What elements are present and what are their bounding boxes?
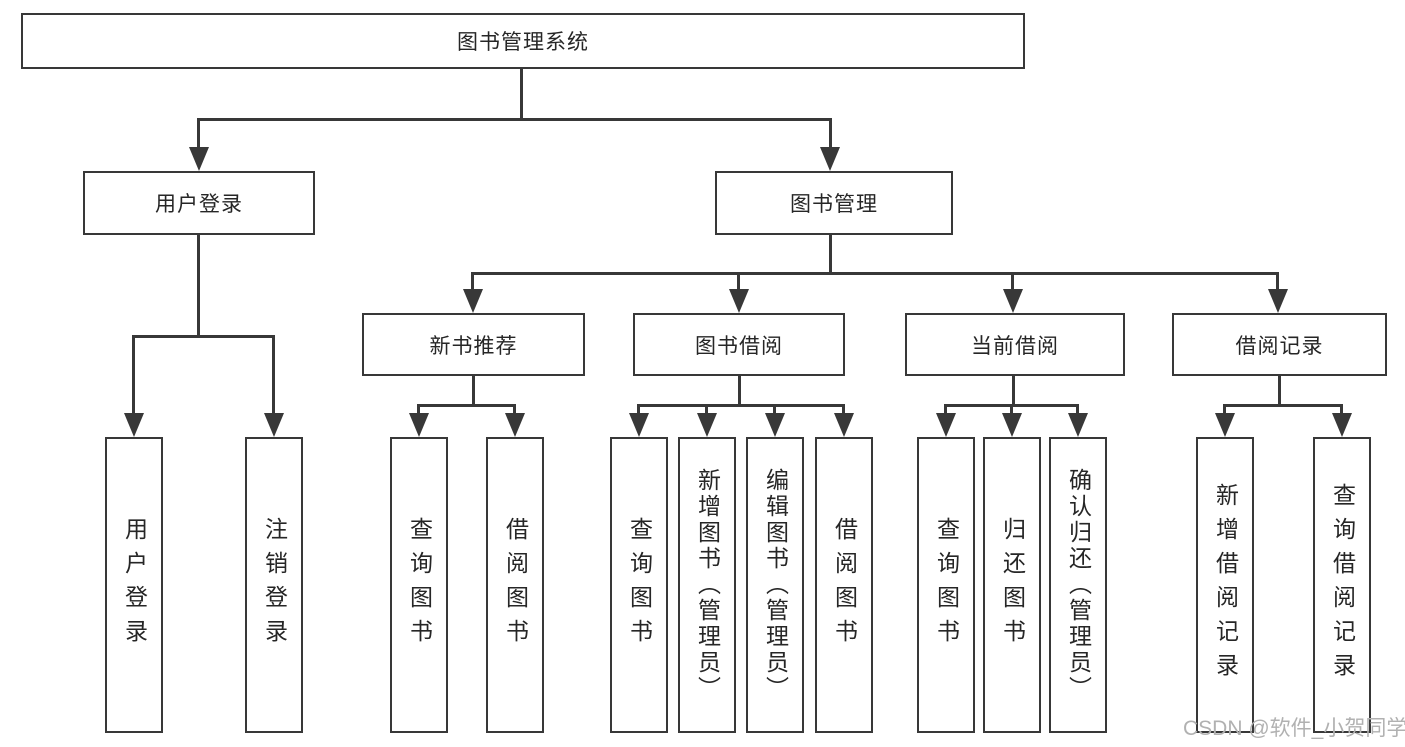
connector-hline <box>197 118 832 121</box>
connector-vline <box>944 404 947 415</box>
arrow-down-icon <box>1215 413 1235 437</box>
connector-vline <box>842 404 845 415</box>
connector-vline <box>1011 272 1014 291</box>
connector-vline <box>197 118 200 150</box>
connector-vline <box>472 376 475 406</box>
connector-vline <box>1223 404 1226 415</box>
node-book-management: 图书管理 <box>715 171 953 235</box>
arrow-down-icon <box>409 413 429 437</box>
arrow-down-icon <box>1003 289 1023 313</box>
arrow-down-icon <box>765 413 785 437</box>
node-label: 注销登录 <box>261 517 288 653</box>
arrow-down-icon <box>1332 413 1352 437</box>
connector-hline <box>132 335 275 338</box>
watermark: CSDN @软件_小贺同学 <box>1183 717 1405 740</box>
connector-vline <box>520 69 523 119</box>
arrow-down-icon <box>1268 289 1288 313</box>
arrow-down-icon <box>505 413 525 437</box>
node-label: 用户登录 <box>155 193 243 216</box>
arrow-down-icon <box>1068 413 1088 437</box>
connector-vline <box>132 335 135 415</box>
arrow-down-icon <box>463 289 483 313</box>
node-label: 归还图书 <box>999 517 1026 653</box>
connector-vline <box>738 376 741 406</box>
connector-vline <box>417 404 420 415</box>
leaf-query-books: 查询图书 <box>610 437 668 733</box>
connector-hline <box>417 404 516 407</box>
node-label: 用户登录 <box>121 517 148 653</box>
node-label: 新书推荐 <box>429 334 518 358</box>
connector-vline <box>1276 272 1279 291</box>
arrow-down-icon <box>124 413 144 437</box>
connector-vline <box>513 404 516 415</box>
connector-hline <box>1223 404 1343 407</box>
arrow-down-icon <box>1002 413 1022 437</box>
connector-vline <box>737 272 740 291</box>
node-label: 查询图书 <box>933 517 960 653</box>
node-label: 新增图书（管理员） <box>694 468 721 702</box>
connector-vline <box>705 404 708 415</box>
arrow-down-icon <box>189 147 209 171</box>
connector-vline <box>272 335 275 415</box>
connector-vline <box>1012 376 1015 406</box>
connector-vline <box>1010 404 1013 415</box>
node-label: 借阅图书 <box>831 517 858 653</box>
arrow-down-icon <box>629 413 649 437</box>
leaf-query-books: 查询图书 <box>917 437 975 733</box>
connector-vline <box>1340 404 1343 415</box>
leaf-return-books: 归还图书 <box>983 437 1041 733</box>
node-label: 图书管理 <box>790 193 878 216</box>
leaf-logout: 注销登录 <box>245 437 303 733</box>
node-root: 图书管理系统 <box>21 13 1025 69</box>
arrow-down-icon <box>820 147 840 171</box>
node-label: 编辑图书（管理员） <box>762 468 789 702</box>
node-current-borrow: 当前借阅 <box>905 313 1125 376</box>
node-label: 借阅图书 <box>502 517 529 653</box>
leaf-query-books: 查询图书 <box>390 437 448 733</box>
leaf-add-borrow-record: 新增借阅记录 <box>1196 437 1254 733</box>
connector-vline <box>829 235 832 274</box>
connector-vline <box>773 404 776 415</box>
arrow-down-icon <box>834 413 854 437</box>
node-new-book-recommend: 新书推荐 <box>362 313 585 376</box>
connector-vline <box>829 118 832 150</box>
connector-vline <box>1076 404 1079 415</box>
node-label: 新增借阅记录 <box>1212 483 1239 687</box>
connector-vline <box>1278 376 1281 406</box>
node-label: 查询图书 <box>406 517 433 653</box>
arrow-down-icon <box>936 413 956 437</box>
connector-vline <box>197 235 200 337</box>
node-book-borrow: 图书借阅 <box>633 313 845 376</box>
node-borrow-record: 借阅记录 <box>1172 313 1387 376</box>
node-user-login: 用户登录 <box>83 171 315 235</box>
node-label: 查询图书 <box>626 517 653 653</box>
leaf-edit-books-admin: 编辑图书（管理员） <box>746 437 804 733</box>
node-label: 查询借阅记录 <box>1329 483 1356 687</box>
leaf-borrow-books: 借阅图书 <box>486 437 544 733</box>
leaf-add-books-admin: 新增图书（管理员） <box>678 437 736 733</box>
node-label: 当前借阅 <box>971 334 1059 358</box>
node-label: 图书管理系统 <box>457 31 589 54</box>
connector-vline <box>637 404 640 415</box>
node-label: 确认归还（管理员） <box>1065 468 1092 702</box>
connector-vline <box>471 272 474 291</box>
arrow-down-icon <box>264 413 284 437</box>
leaf-user-login: 用户登录 <box>105 437 163 733</box>
node-label: 图书借阅 <box>695 334 783 358</box>
leaf-confirm-return-admin: 确认归还（管理员） <box>1049 437 1107 733</box>
node-label: 借阅记录 <box>1235 334 1324 358</box>
arrow-down-icon <box>729 289 749 313</box>
leaf-query-borrow-record: 查询借阅记录 <box>1313 437 1371 733</box>
connector-hline <box>637 404 845 407</box>
arrow-down-icon <box>697 413 717 437</box>
leaf-borrow-books: 借阅图书 <box>815 437 873 733</box>
connector-hline <box>471 272 1279 275</box>
